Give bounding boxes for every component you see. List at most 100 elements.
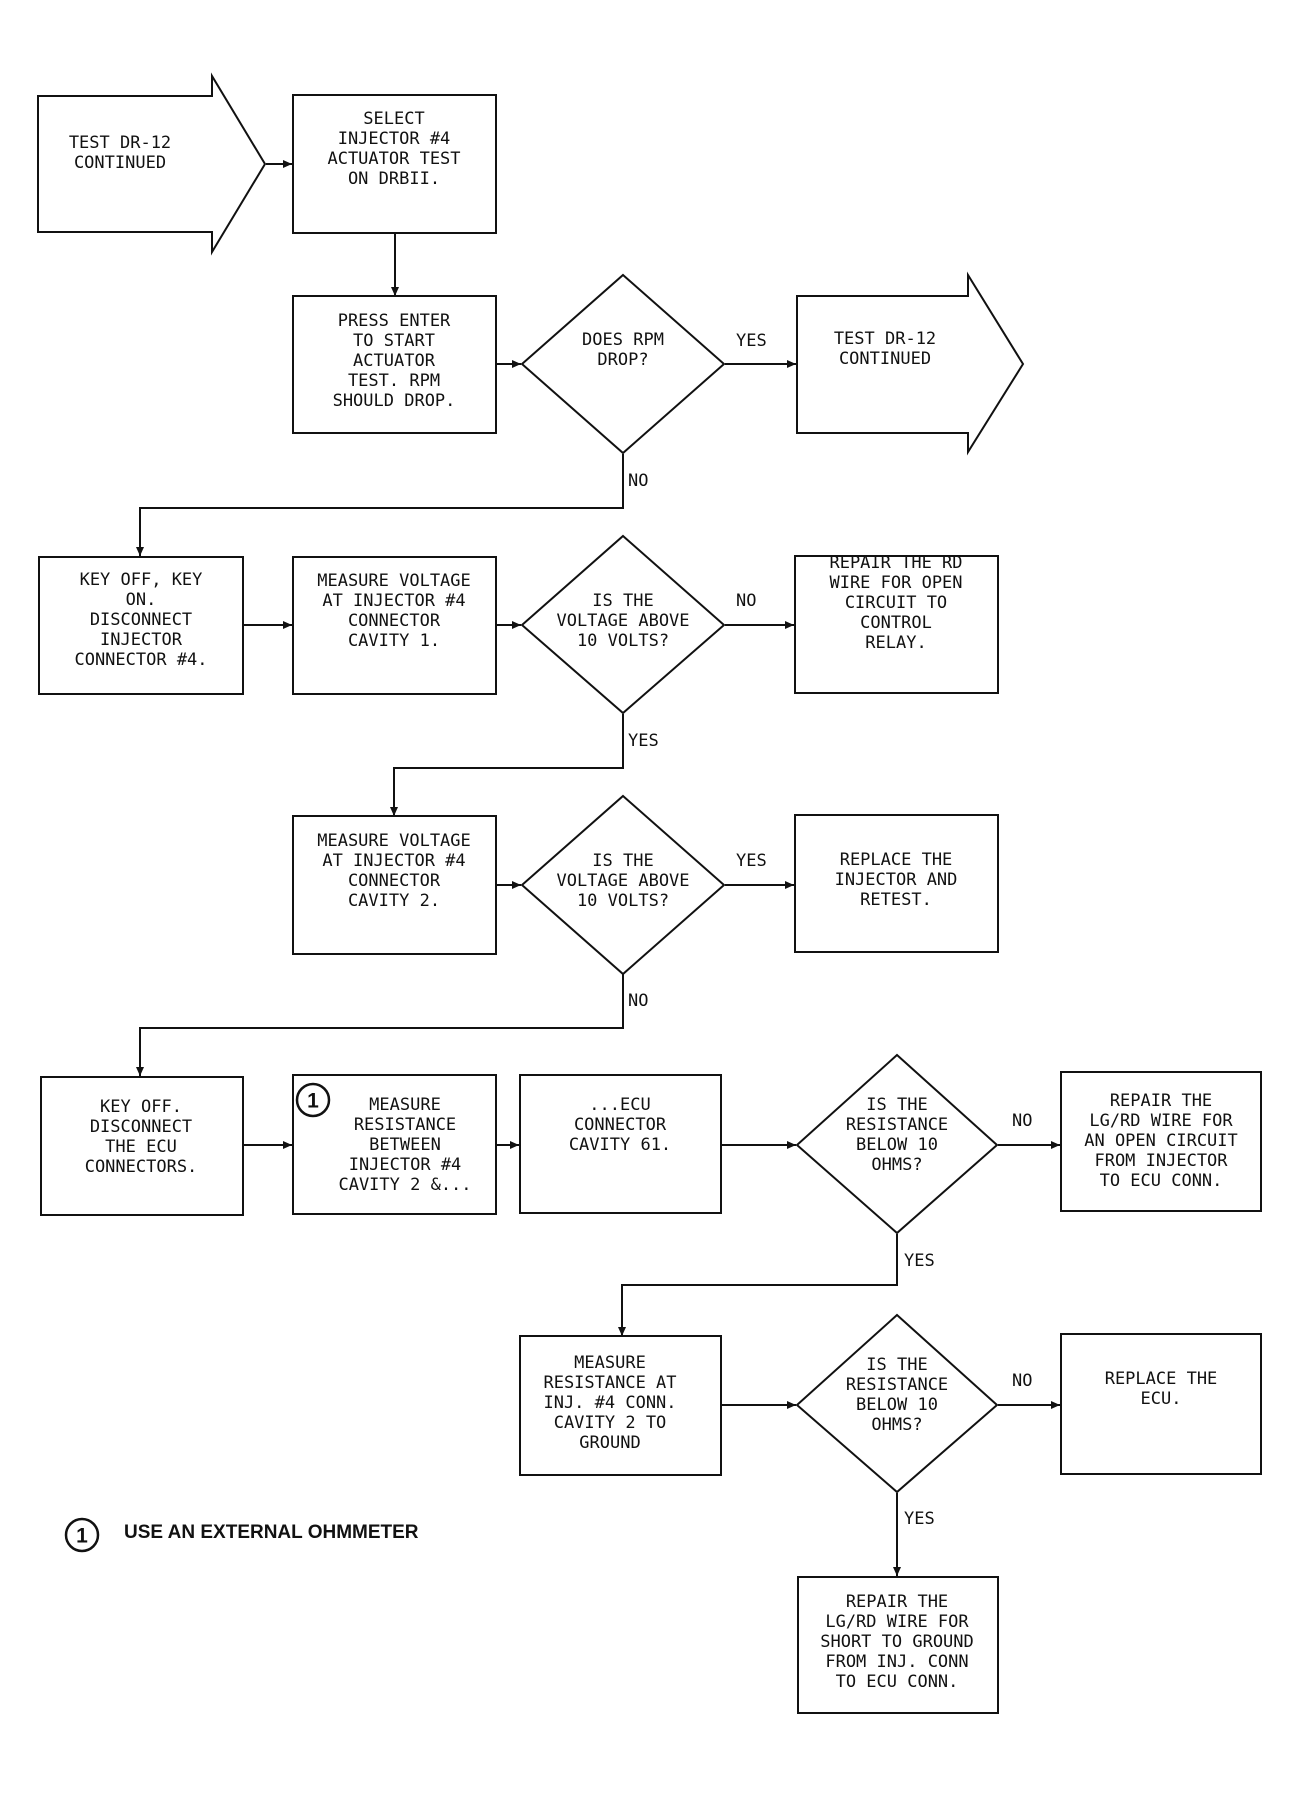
node-text-line: FROM INJECTOR: [1094, 1151, 1228, 1171]
node-text-line: IS THE: [866, 1355, 927, 1375]
node-text-line: OHMS?: [871, 1415, 922, 1435]
node-text-line: TEST DR-12: [834, 329, 936, 349]
node-text-line: INJECTOR #4: [349, 1155, 462, 1175]
arrowhead: [283, 160, 292, 168]
node-text-line: CONNECTOR: [348, 871, 441, 891]
arrowhead: [512, 881, 521, 889]
rpm-decision-diamond: [520, 273, 726, 455]
node-text-line: PRESS ENTER: [338, 311, 451, 331]
key-off-on-box: [38, 556, 244, 695]
node-text-line: RETEST.: [860, 890, 932, 910]
arrowhead: [391, 287, 399, 296]
v1-no-label: NO: [736, 591, 756, 611]
r1-yes-label: YES: [904, 1251, 935, 1271]
footnote: 1 USE AN EXTERNAL OHMMETER: [64, 1517, 419, 1553]
node-text-line: REPLACE THE: [1105, 1369, 1218, 1389]
press-enter-box: [292, 295, 497, 434]
node-text-line: SHOULD DROP.: [333, 391, 456, 411]
node-text-line: INJECTOR #4: [338, 129, 451, 149]
replace-ecu-box: [1060, 1333, 1262, 1475]
node-text-line: MEASURE VOLTAGE: [317, 831, 471, 851]
node-text-line: ON.: [126, 590, 157, 610]
connector-v2-no: [139, 974, 624, 1076]
arrowhead: [785, 621, 794, 629]
node-text-line: TEST DR-12: [69, 133, 171, 153]
node-text-line: AT INJECTOR #4: [322, 851, 465, 871]
select-test-box: [292, 94, 497, 234]
node-text-line: CAVITY 2 TO: [554, 1413, 667, 1433]
node-text-line: FROM INJ. CONN: [825, 1652, 968, 1672]
node-text-line: 10 VOLTS?: [577, 891, 669, 911]
arrowhead: [283, 621, 292, 629]
node-text-line: CIRCUIT TO: [845, 593, 947, 613]
connectors: [136, 160, 1060, 1576]
resistance1-decision-diamond: [795, 1053, 999, 1235]
node-text-line: IS THE: [592, 851, 653, 871]
connector-r1-yes: [621, 1234, 898, 1336]
v1-yes-label: YES: [628, 731, 659, 751]
node-text-line: INJECTOR AND: [835, 870, 958, 890]
node-text-line: CAVITY 61.: [569, 1135, 671, 1155]
arrowhead: [785, 881, 794, 889]
node-text-line: ...ECU: [589, 1095, 650, 1115]
start-arrow-shape: [37, 72, 267, 256]
footnote-text: USE AN EXTERNAL OHMMETER: [124, 1522, 419, 1543]
voltage1-decision-diamond: [520, 534, 726, 715]
footnote-number: 1: [76, 1525, 88, 1548]
node-text-line: AT INJECTOR #4: [322, 591, 465, 611]
repair-rd-box: [794, 555, 999, 694]
node-text-line: BETWEEN: [369, 1135, 441, 1155]
arrowhead: [390, 807, 398, 816]
node-text-line: OHMS?: [871, 1155, 922, 1175]
voltage2-decision-diamond: [520, 794, 726, 976]
node-text-line: CONTINUED: [839, 349, 931, 369]
arrowhead: [510, 1141, 519, 1149]
node-text-line: TO START: [353, 331, 435, 351]
repair-lgrd-short-box: [797, 1576, 999, 1714]
node-text-line: ACTUATOR TEST: [327, 149, 460, 169]
node-text-line: REPAIR THE: [1110, 1091, 1212, 1111]
node-text-line: LG/RD WIRE FOR: [825, 1612, 969, 1632]
node-text-line: INJECTOR: [100, 630, 183, 650]
r2-yes-label: YES: [904, 1509, 935, 1529]
node-text-line: GROUND: [579, 1433, 640, 1453]
continue-arrow-shape: [796, 271, 1025, 456]
node-text-line: MEASURE: [574, 1353, 646, 1373]
footnote-marker-number: 1: [307, 1090, 319, 1113]
connector-rpm-no: [139, 454, 624, 556]
node-text-line: TO ECU CONN.: [836, 1672, 959, 1692]
node-text-line: SHORT TO GROUND: [820, 1632, 974, 1652]
node-text-line: VOLTAGE ABOVE: [556, 871, 689, 891]
measure-cavity2-box: [292, 815, 497, 955]
node-text-line: THE ECU: [105, 1137, 177, 1157]
node-text-line: KEY OFF.: [100, 1097, 182, 1117]
node-text-line: CONTINUED: [74, 153, 166, 173]
node-text-line: ACTUATOR: [353, 351, 436, 371]
v2-yes-label: YES: [736, 851, 767, 871]
arrowhead: [618, 1327, 626, 1336]
node-text-line: RESISTANCE: [354, 1115, 456, 1135]
node-text-line: IS THE: [866, 1095, 927, 1115]
arrowhead: [512, 621, 521, 629]
arrowhead: [787, 1401, 796, 1409]
arrowhead: [787, 360, 796, 368]
resistance2-decision-diamond: [795, 1313, 999, 1494]
arrowhead: [787, 1141, 796, 1149]
node-text-line: ECU.: [1141, 1389, 1182, 1409]
rpm-no-label: NO: [628, 471, 648, 491]
node-text-line: 10 VOLTS?: [577, 631, 669, 651]
